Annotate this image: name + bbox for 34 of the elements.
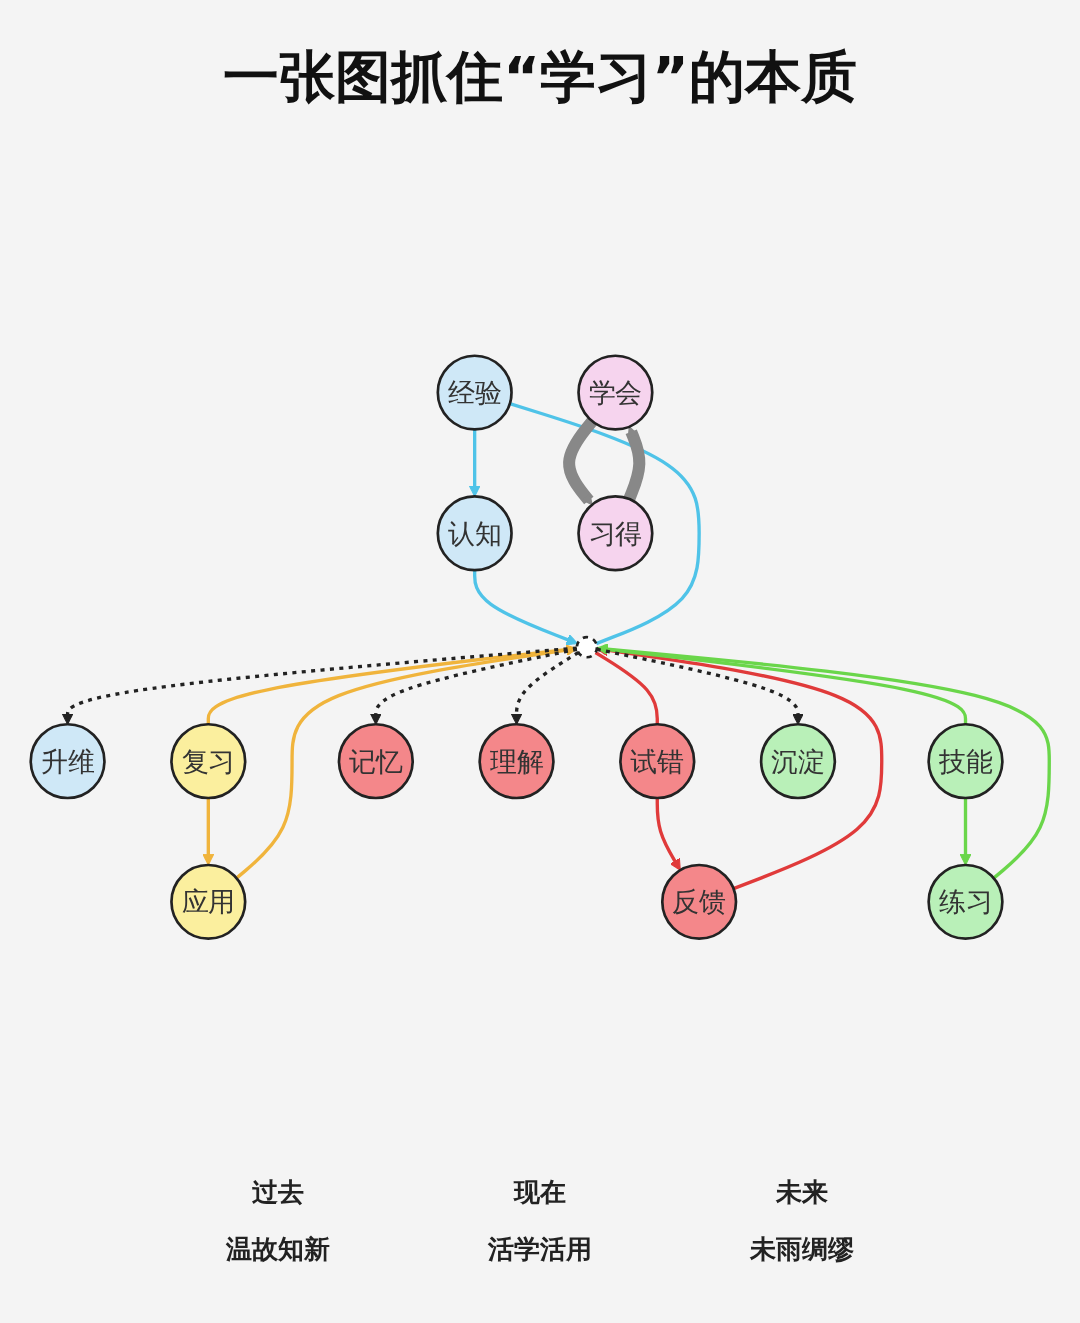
node-circle: 复习	[170, 723, 247, 800]
arrow	[959, 798, 972, 866]
timeline-label: 温故知新	[225, 1233, 331, 1266]
timeline-label: 活学活用	[487, 1233, 593, 1266]
title: 一张图抓住“学习”的本质	[223, 43, 857, 111]
arrow	[655, 798, 681, 871]
timeline-label: 未雨绸缪	[749, 1233, 855, 1266]
connector	[206, 646, 578, 725]
timeline-label: 过去	[251, 1176, 305, 1209]
node-circle: 沉淀	[759, 723, 837, 800]
node-circle: 记忆	[337, 723, 414, 800]
arrow	[596, 643, 1051, 880]
node-circle: 认知	[436, 495, 513, 572]
arrow	[202, 798, 215, 866]
node-circle: 经验	[436, 354, 513, 432]
timeline-label: 现在	[512, 1176, 567, 1209]
connector	[594, 651, 659, 725]
arrow	[563, 417, 597, 506]
node-circle: 习得	[577, 495, 654, 572]
node-circle: 练习	[927, 863, 1004, 941]
node-circle: 试错	[619, 723, 696, 800]
node-circle: 技能	[927, 723, 1004, 800]
node-circle: 理解	[478, 723, 555, 800]
node-circle	[575, 636, 599, 659]
connector	[596, 646, 968, 725]
arrow	[235, 644, 578, 880]
node-circle: 应用	[170, 863, 247, 941]
arrow	[473, 570, 579, 646]
arrow	[623, 426, 646, 502]
node-circle: 反馈	[660, 863, 738, 941]
connector	[509, 402, 701, 646]
node-circle: 升维	[29, 723, 106, 800]
timeline-label: 未来	[775, 1176, 829, 1209]
node-circle: 学会	[577, 354, 654, 432]
